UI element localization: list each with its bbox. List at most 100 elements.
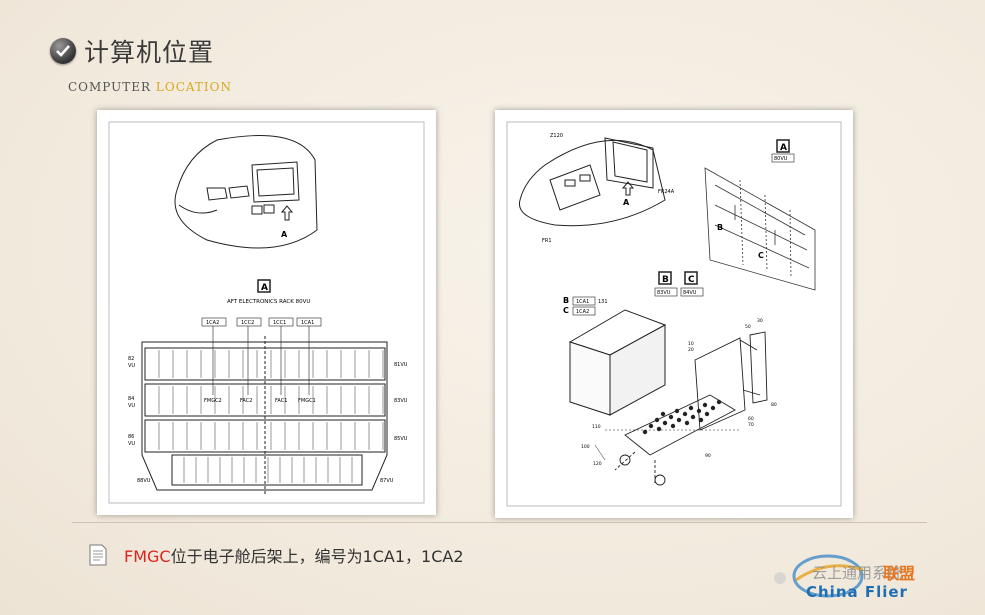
tray-hole	[710, 405, 716, 411]
row-label-88vu: 88VU	[137, 478, 151, 484]
tray-hole	[662, 420, 668, 426]
tray-hole	[674, 408, 680, 414]
dim-60: 60	[748, 416, 754, 422]
row-label-82: 82	[128, 356, 134, 362]
tray-hole	[696, 408, 702, 414]
rack-perspective-drawing	[704, 167, 816, 291]
view-c-sub: 84VU	[683, 290, 697, 296]
title-row: 计算机位置	[50, 34, 214, 68]
slot-tag-1ca1: 1CA1	[301, 320, 314, 326]
dim-30: 30	[757, 318, 763, 324]
row-label-83vu: 83VU	[394, 398, 408, 404]
dim-120: 120	[593, 461, 602, 467]
page-subtitle: COMPUTER LOCATION	[68, 80, 232, 94]
left-callout-a: A	[281, 230, 288, 239]
watermark-brand: 联盟	[883, 564, 916, 583]
row-label-85vu: 85VU	[394, 436, 408, 442]
fuselage-drawing	[518, 137, 666, 227]
tray-holes	[642, 399, 722, 435]
dim-20: 20	[688, 347, 694, 353]
footer-divider	[72, 522, 927, 523]
tray-hole	[684, 420, 690, 426]
row-label-84-vu: VU	[128, 403, 135, 409]
left-diagram-panel: A A AFT ELECTRONICS RACK 80VU 1CA2 1CC2 …	[97, 110, 436, 515]
computer-fmgc2: FMGC2	[204, 398, 222, 404]
right-callout-a: A	[623, 198, 630, 207]
note-row: FMGC位于电子舱后架上，编号为1CA1，1CA2	[88, 543, 464, 567]
z120-label: Z120	[550, 133, 563, 139]
row-label-82-vu: VU	[128, 363, 135, 369]
slot-tags: 1CA2 1CC2 1CC1 1CA1	[201, 317, 322, 327]
right-diagram-panel: Z120 FR24A FR1 A A 80VU B C B C 83VU 84V…	[495, 110, 853, 518]
id-number: 131	[598, 299, 608, 305]
page-title: 计算机位置	[84, 38, 215, 67]
tray-hole	[676, 417, 682, 423]
dim-80: 80	[771, 402, 777, 408]
slot-tag-1ca2: 1CA2	[206, 320, 219, 326]
right-diagram: Z120 FR24A FR1 A A 80VU B C B C 83VU 84V…	[506, 121, 842, 507]
note-highlight: FMGC	[124, 547, 171, 566]
slot-tag-1cc1: 1CC1	[273, 320, 286, 326]
dim-70: 70	[748, 422, 754, 428]
rack-slot-lines	[158, 350, 384, 483]
fr1-label: FR1	[542, 238, 552, 244]
slot-tag-1cc2: 1CC2	[241, 320, 254, 326]
fr24a-label: FR24A	[658, 189, 675, 195]
id-c-value: 1CA2	[576, 309, 589, 315]
tray-hole	[702, 402, 708, 408]
id-b-value: 1CA1	[576, 299, 589, 305]
computer-fac2: FAC2	[240, 398, 252, 404]
dimension-labels: 30 50 10 20 80 90 70 60 110 100 120	[581, 318, 777, 467]
tray-hole	[704, 411, 710, 417]
callout-c: C	[758, 251, 764, 260]
aircraft-nose-drawing	[174, 135, 318, 249]
tray-hole	[698, 417, 704, 423]
tray-hole	[660, 411, 666, 417]
tray-hole	[690, 414, 696, 420]
tray-hole	[648, 423, 654, 429]
tray-hole	[656, 426, 662, 432]
subtitle-part1: COMPUTER	[68, 80, 152, 94]
view-b-box: B	[662, 275, 669, 285]
view-a-box	[257, 279, 271, 293]
computer-fmgc1: FMGC1	[298, 398, 316, 404]
callout-b: B	[717, 223, 723, 232]
view-a-label: A	[261, 283, 268, 293]
row-label-84: 84	[128, 396, 134, 402]
dim-100: 100	[581, 444, 590, 450]
dim-110: 110	[592, 424, 601, 430]
note-body: 位于电子舱后架上，编号为1CA1，1CA2	[170, 547, 464, 566]
right-view-a-sub: 80VU	[774, 156, 788, 162]
tray-hole	[688, 405, 694, 411]
computer-fac1: FAC1	[275, 398, 287, 404]
id-b-letter: B	[563, 296, 569, 305]
note-text: FMGC位于电子舱后架上，编号为1CA1，1CA2	[124, 543, 464, 567]
tray-hole	[682, 411, 688, 417]
tray-hole	[716, 399, 722, 405]
row-label-87vu: 87VU	[380, 478, 394, 484]
right-view-a-box: A	[780, 143, 787, 153]
rack-drawing	[141, 326, 388, 495]
tray-hole	[668, 414, 674, 420]
dim-50: 50	[745, 324, 751, 330]
watermark-logo	[774, 554, 864, 598]
view-c-box: C	[688, 275, 695, 285]
dim-90: 90	[705, 453, 711, 459]
rack-title: AFT ELECTRONICS RACK 80VU	[227, 299, 310, 305]
tray-hole	[642, 429, 648, 435]
view-b-sub: 83VU	[657, 290, 671, 296]
computer-box-drawing	[568, 309, 667, 416]
id-c-letter: C	[563, 306, 569, 315]
row-label-86: 86	[128, 434, 134, 440]
left-diagram: A A AFT ELECTRONICS RACK 80VU 1CA2 1CC2 …	[108, 121, 425, 504]
mounting-tray-drawing	[594, 331, 768, 486]
dim-10: 10	[688, 341, 694, 347]
tray-hole	[670, 423, 676, 429]
tray-hole	[654, 417, 660, 423]
checkmark-icon	[50, 38, 76, 64]
subtitle-part2: LOCATION	[155, 80, 233, 94]
watermark-site: China Flier	[806, 583, 908, 601]
document-icon	[89, 544, 107, 566]
row-label-81vu: 81VU	[394, 362, 408, 368]
row-label-86-vu: VU	[128, 441, 135, 447]
